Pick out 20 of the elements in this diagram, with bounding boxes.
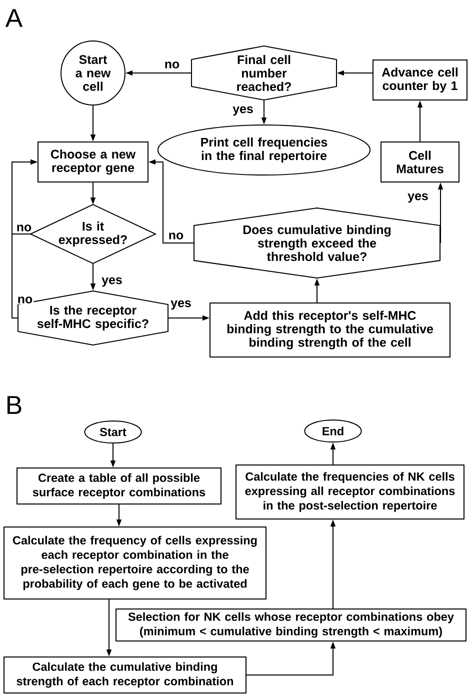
process-box: Create a table of all possible surface receptor combinations bbox=[16, 468, 222, 504]
panel-label: B bbox=[7, 396, 22, 414]
process-box: Calculate the cumulative binding strength of each receptor combination bbox=[4, 656, 246, 694]
decision-hexagon: Does cumulative binding strength exceed the threshold value? bbox=[194, 208, 440, 278]
process-box: Selection for NK cells whose receptor combinations obey (minimum < cumulative binding strength < maximum) bbox=[116, 608, 466, 642]
process-box: Choose a new receptor gene bbox=[38, 142, 148, 182]
process-box: Calculate the frequency of cells expressing each receptor combination in the pre-selection repertoire according to the probability of each gene to be activated bbox=[4, 526, 266, 600]
process-box: Advance cell counter by 1 bbox=[372, 60, 468, 100]
edge-label: no bbox=[163, 60, 181, 70]
edge-label: no bbox=[16, 296, 34, 304]
edge-label: yes bbox=[100, 276, 124, 288]
decision-hexagon: Final cell number reached? bbox=[191, 46, 337, 101]
panel-label: A bbox=[5, 9, 23, 27]
edge-label: yes bbox=[170, 299, 192, 311]
edge-label: no bbox=[167, 232, 185, 240]
process-box: Calculate the frequencies of NK cells expressing all receptor combinations in the post-selection repertoire bbox=[236, 464, 464, 520]
edge-label: yes bbox=[232, 105, 254, 117]
process-box: Add this receptor's self-MHC binding strength to the cumulative binding strength of the cell bbox=[210, 302, 450, 358]
edge-label: yes bbox=[406, 192, 430, 204]
process-box: Cell Matures bbox=[380, 142, 460, 182]
